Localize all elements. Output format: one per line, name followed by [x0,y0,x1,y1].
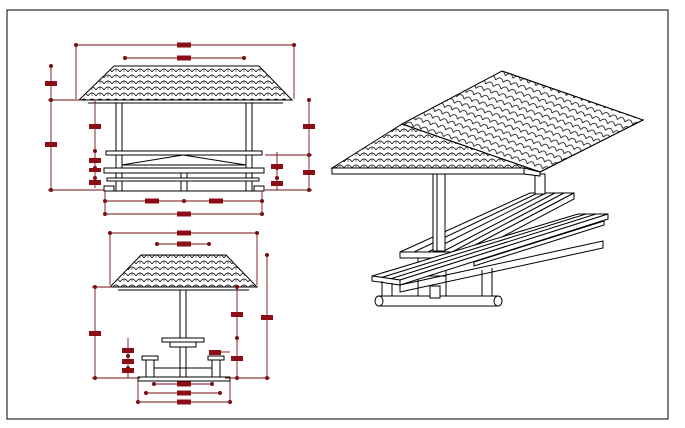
front-elevation [77,65,294,192]
front-dimensions [45,42,315,217]
perspective-view [330,70,645,307]
sheet-border [6,9,669,420]
side-dimensions [89,230,273,405]
side-elevation [108,254,259,382]
